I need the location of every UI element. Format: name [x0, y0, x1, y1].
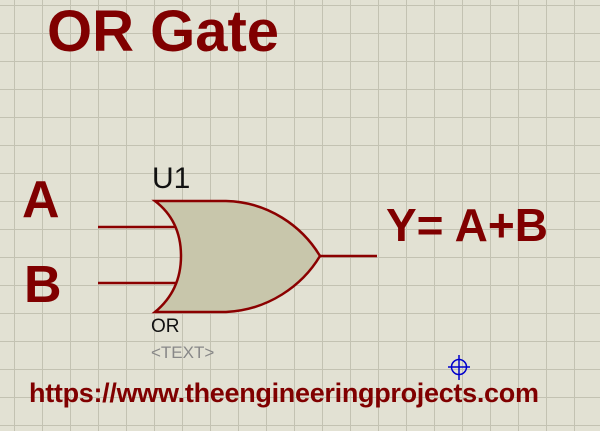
or-gate-body[interactable]	[151, 199, 322, 314]
diagram-title: OR Gate	[47, 0, 280, 64]
component-type-label[interactable]: OR	[151, 316, 180, 337]
input-label-b: B	[24, 256, 62, 314]
component-text-placeholder[interactable]: <TEXT>	[151, 343, 215, 362]
crosshair-marker-icon	[448, 355, 470, 380]
component-reference[interactable]: U1	[152, 162, 191, 195]
input-label-a: A	[22, 171, 60, 229]
output-equation: Y= A+B	[386, 199, 548, 251]
footer-website-url: https://www.theengineeringprojects.com	[29, 378, 539, 408]
